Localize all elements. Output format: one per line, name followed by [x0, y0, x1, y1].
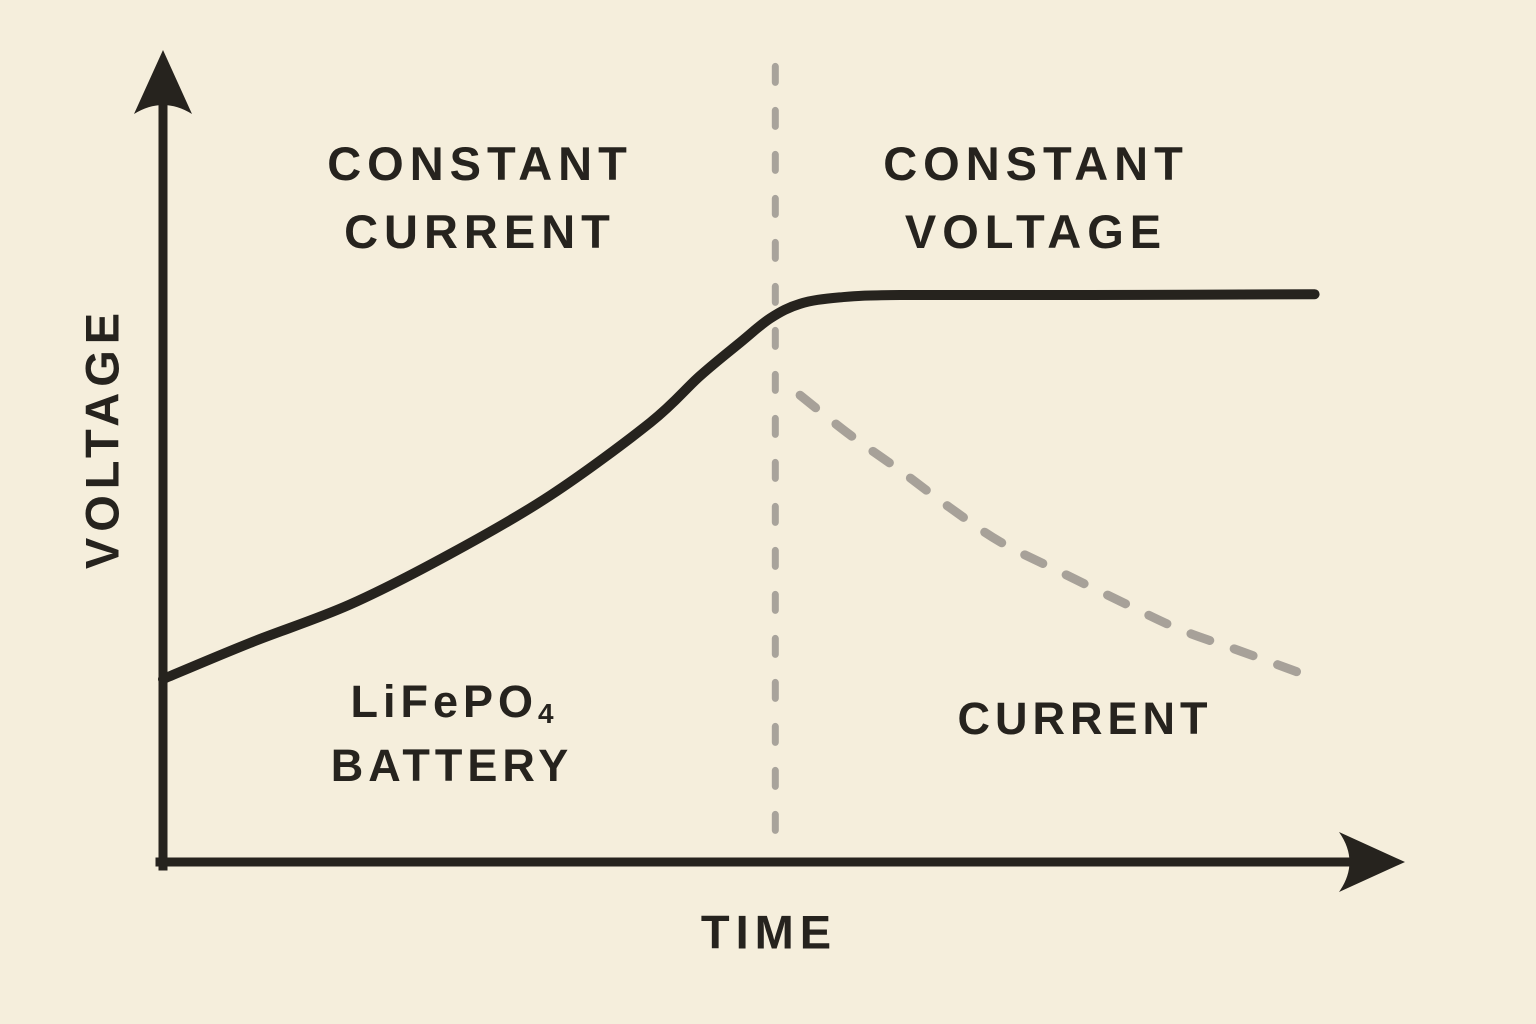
voltage-curve [158, 289, 1320, 685]
phase-label-line1: CONSTANT [883, 136, 1189, 190]
battery-formula-line: LiFePO4 [331, 670, 574, 734]
x-axis-arrow-icon [1339, 832, 1405, 892]
battery-formula: LiFePO [350, 676, 538, 728]
y-axis-label: VOLTAGE [75, 306, 129, 570]
phase-label-line2: CURRENT [344, 205, 616, 258]
battery-word: BATTERY [330, 740, 574, 791]
y-axis-arrow-icon [134, 50, 192, 114]
current-curve [795, 390, 1320, 683]
current-series-label: CURRENT [957, 693, 1213, 745]
phase-label-line2: VOLTAGE [904, 205, 1168, 258]
x-axis-label: TIME [700, 905, 838, 959]
battery-label: LiFePO4 BATTERY [331, 670, 574, 798]
battery-formula-subscript: 4 [538, 698, 554, 730]
phase-label-line1: CONSTANT [327, 136, 633, 190]
phase-label-constant-voltage: CONSTANT VOLTAGE [883, 130, 1189, 266]
phase-label-constant-current: CONSTANT CURRENT [327, 130, 633, 266]
